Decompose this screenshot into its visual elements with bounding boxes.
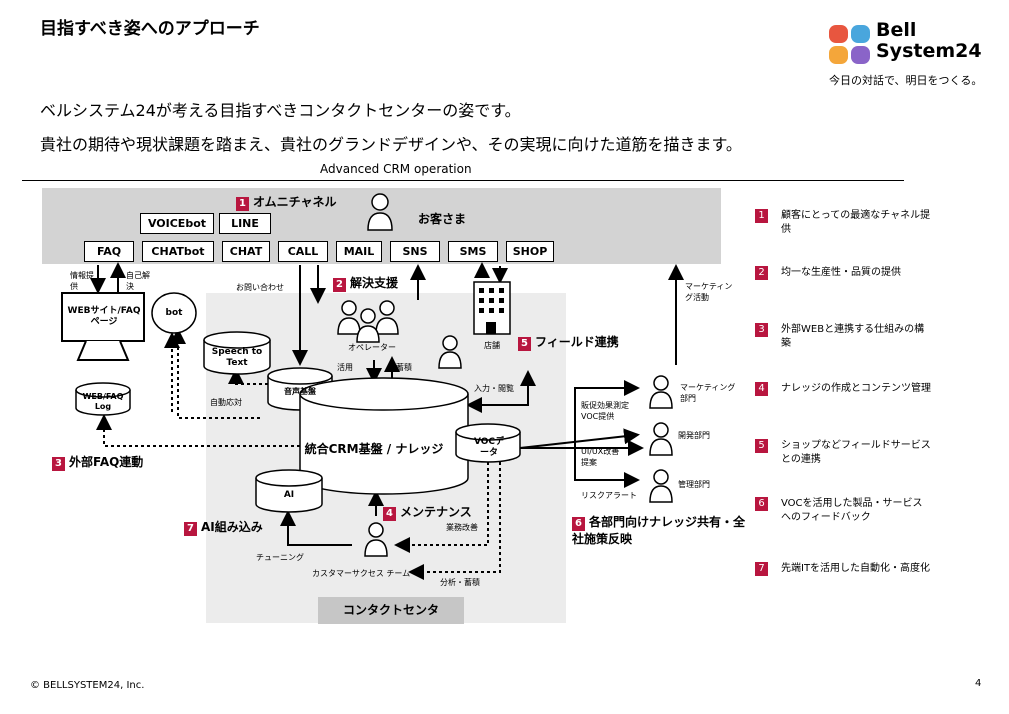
divider (22, 180, 904, 181)
note-tuning: チューニング (256, 553, 304, 562)
store-label: 店舗 (484, 341, 500, 350)
web-faq-log: WEB/FAQ Log (82, 392, 124, 411)
note-input-view: 入力・閲覧 (474, 384, 514, 393)
lead-text-2: 貴社の期待や現状課題を踏まえ、貴社のグランドデザインや、その実現に向けた道筋を描… (40, 135, 742, 154)
customer-label: お客さま (418, 212, 467, 226)
channel-sns: SNS (390, 241, 440, 262)
channel-chatbot: CHATbot (142, 241, 214, 262)
channel-mail: MAIL (336, 241, 382, 262)
page-title: 目指すべき姿へのアプローチ (40, 19, 260, 39)
note-accumulate: 蓄積 (396, 363, 412, 372)
note-analysis: 分析・蓄積 (440, 578, 480, 587)
voc-data-node: VOCデータ (473, 437, 505, 458)
contact-center-label: コンタクトセンタ (318, 597, 464, 624)
marketing-dept-label: マーケティング部門 (680, 383, 736, 403)
page-number: 4 (975, 678, 982, 689)
dev-dept-label: 開発部門 (678, 431, 710, 440)
copyright: © BELLSYSTEM24, Inc. (30, 680, 145, 691)
note-uiux: UI/UX改善提案 (581, 447, 620, 467)
channel-faq: FAQ (84, 241, 134, 262)
logo-tagline: 今日の対話で、明日をつくる。 (829, 74, 983, 87)
logo-wordmark: Bell System24 (876, 19, 982, 62)
channel-shop: SHOP (506, 241, 554, 262)
note-promo-voc: 販促効果測定VOC提供 (581, 401, 629, 421)
website-faq-box: WEBサイト/FAQページ (67, 306, 141, 327)
note-business-improve: 業務改善 (446, 523, 478, 532)
operator-label: オペレーター (348, 343, 396, 352)
cs-team-label: カスタマーサクセス チーム (312, 569, 411, 578)
note-info-provide: 情報提供 (70, 271, 94, 291)
note-marketing-activity: マーケティング活動 (685, 282, 733, 302)
channel-line: LINE (219, 213, 271, 234)
channel-voicebot: VOICEbot (140, 213, 214, 234)
channel-chat: CHAT (222, 241, 270, 262)
note-inquiry: お問い合わせ (236, 283, 284, 292)
crm-knowledge-node: 統合CRM基盤 / ナレッジ (304, 442, 444, 456)
note-auto-response: 自動応対 (210, 398, 242, 407)
lead-text-1: ベルシステム24が考える目指すべきコンタクトセンターの姿です。 (40, 101, 521, 120)
mgmt-dept-label: 管理部門 (678, 480, 710, 489)
diagram-title: Advanced CRM operation (320, 162, 472, 176)
note-use: 活用 (337, 363, 353, 372)
note-self-solve: 自己解決 (126, 271, 150, 291)
channel-call: CALL (278, 241, 328, 262)
ai-node: AI (283, 490, 295, 500)
note-risk-alert: リスクアラート (581, 491, 637, 500)
voice-base-node: 音声基盤 (284, 387, 316, 396)
speech-to-text-node: Speech to Text (211, 347, 263, 368)
bot-node: bot (165, 308, 183, 318)
bellsystem-logo-icon (829, 25, 870, 64)
channel-sms: SMS (448, 241, 498, 262)
